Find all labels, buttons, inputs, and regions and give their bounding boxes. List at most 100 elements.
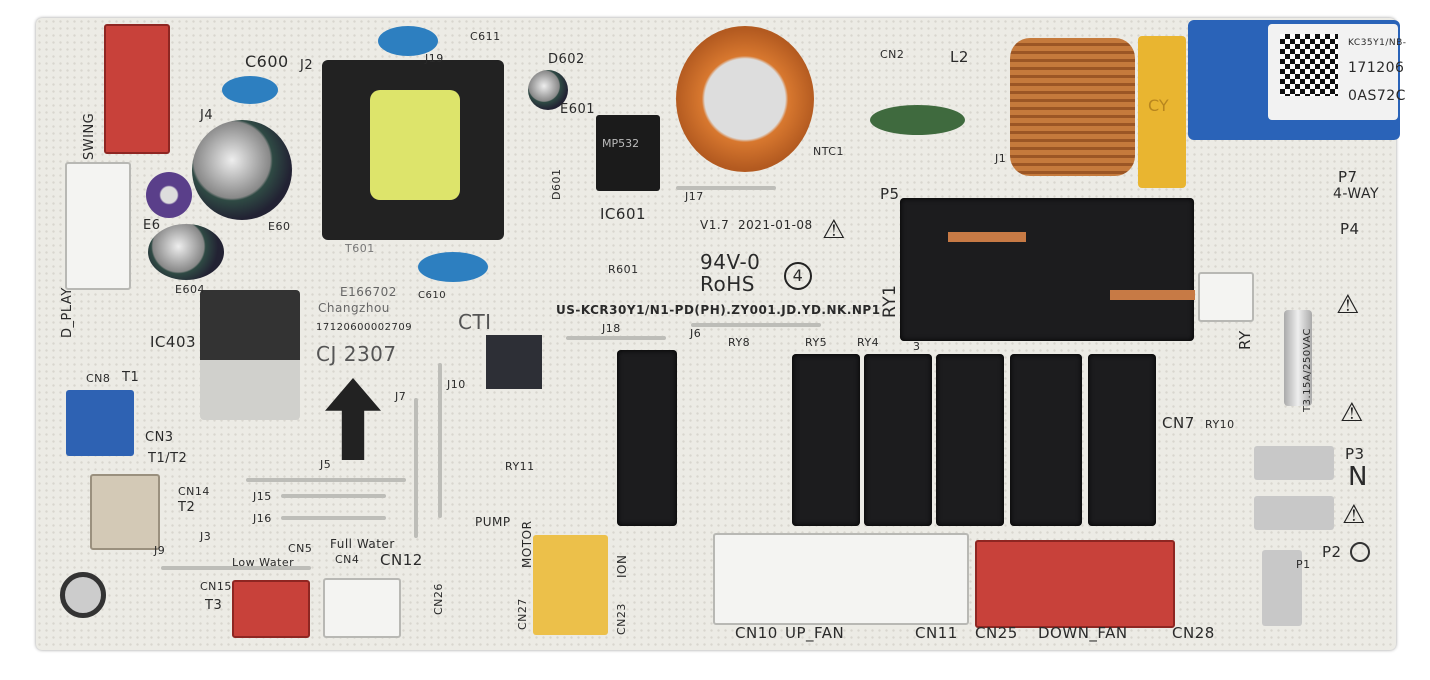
label-n: N: [1348, 462, 1368, 492]
label-j5: J5: [320, 458, 332, 471]
relay-ry1: [900, 198, 1194, 341]
jumper-j7: [414, 398, 418, 538]
label-cn3: CN3: [145, 430, 174, 445]
label-ry1: RY1: [880, 284, 900, 318]
label-p1: P1: [1296, 558, 1311, 571]
jumper-j17: [676, 186, 776, 190]
label-j18: J18: [602, 322, 621, 335]
relay-terminal: [1110, 290, 1195, 300]
transformer-coil: [370, 90, 460, 200]
transformer-cert: E166702: [340, 285, 397, 299]
capacitor-e601: [528, 70, 568, 110]
connector-down-fan: [975, 540, 1175, 628]
terminal-p3b: [1254, 496, 1334, 530]
capacitor-c611: [378, 26, 438, 56]
stamp: CJ 2307: [316, 342, 397, 366]
chip-mp532: MP532: [596, 115, 660, 191]
relay-terminal: [948, 232, 1026, 242]
sticker-model: KC35Y1/NB-: [1348, 38, 1407, 48]
label-cn4: CN4: [335, 553, 360, 566]
high-voltage-warning-icon: ⚠: [1340, 398, 1364, 428]
label-cn27: CN27: [516, 598, 529, 630]
label-full-water: Full Water: [330, 537, 395, 551]
capacitor-cy: CY: [1138, 36, 1186, 188]
label-cn26: CN26: [432, 583, 445, 615]
label-j9: J9: [154, 544, 166, 557]
label-cn23: CN23: [615, 603, 628, 635]
label-t2: T2: [178, 500, 196, 515]
relay-5: [1088, 354, 1156, 526]
relay-4: [1010, 354, 1082, 526]
date-text: 2021-01-08: [737, 218, 813, 232]
high-voltage-warning-icon: ⚠: [1342, 500, 1366, 530]
label-cn7: CN7: [1162, 414, 1195, 432]
label-cn25: CN25: [975, 624, 1018, 642]
board-part-number: US-KCR30Y1/N1-PD(PH).ZY001.JD.YD.NK.NP1: [556, 303, 881, 317]
qr-code-icon: [1280, 34, 1338, 96]
terminal-p1: [1262, 550, 1302, 626]
transformer-serial: 17120600002709: [316, 322, 413, 333]
connector-cn4: [323, 578, 401, 638]
flammability-rating: 94V-0: [700, 250, 761, 274]
label-j3: J3: [200, 530, 212, 543]
regulator-ic403: [200, 290, 300, 420]
label-l2: L2: [950, 48, 969, 66]
label-cn12: CN12: [380, 551, 423, 569]
relay-ry4: [864, 354, 932, 526]
label-j10: J10: [447, 378, 466, 391]
jumper-j15: [281, 494, 386, 498]
label-cn14: CN14: [178, 485, 210, 498]
label-fuse-rating: T3.15A/250VAC: [1302, 327, 1313, 412]
fuse: [1284, 310, 1312, 406]
label-ic403: IC403: [150, 333, 197, 351]
circle-mark: 4: [784, 262, 812, 290]
label-ic601: IC601: [600, 205, 647, 223]
label-j1: J1: [995, 152, 1007, 165]
chip-label: MP532: [602, 137, 640, 150]
connector-display: [65, 162, 131, 290]
chip-square: [486, 335, 542, 389]
label-p7: P7: [1338, 168, 1358, 186]
thermistor-ntc1: [870, 105, 965, 135]
jumper-j3: [161, 566, 311, 570]
connector-cn14: [90, 474, 160, 550]
label-ion: ION: [615, 554, 629, 578]
high-voltage-warning-icon: ⚠: [1336, 290, 1360, 320]
capacitor-c600: [222, 76, 278, 104]
connector-up-fan: [713, 533, 969, 625]
label-down-fan: DOWN_FAN: [1038, 624, 1128, 642]
label-low-water: Low Water: [232, 556, 295, 569]
label-pump: PUMP: [475, 515, 511, 529]
label-p2: P2: [1322, 543, 1342, 561]
label-j16: J16: [253, 512, 272, 525]
cy-label: CY: [1148, 96, 1169, 115]
label-cn28: CN28: [1172, 624, 1215, 642]
relay-ry5: [792, 354, 860, 526]
electrolytic-capacitor: [192, 120, 292, 220]
label-p3: P3: [1345, 445, 1365, 463]
label-p5: P5: [880, 185, 900, 203]
label-j2: J2: [300, 58, 314, 73]
label-t3: T3: [205, 598, 223, 613]
label-e60: E60: [268, 220, 291, 233]
connector-cn8: [66, 390, 134, 456]
label-j19: J19: [425, 52, 444, 65]
label-p4: P4: [1340, 220, 1360, 238]
mounting-hole: [60, 572, 106, 618]
label-cn10: CN10: [735, 624, 778, 642]
jumper-j10: [438, 363, 442, 518]
label-e601: E601: [560, 102, 596, 117]
label-cn8: CN8: [86, 372, 111, 385]
jumper-j6: [691, 323, 821, 327]
ground-hole: [1350, 542, 1370, 562]
terminal-p3: [1254, 446, 1334, 480]
label-ry5: RY5: [805, 336, 828, 349]
capacitor-c610: [418, 252, 488, 282]
label-e6: E6: [143, 218, 161, 233]
label-cn2: CN2: [880, 48, 905, 61]
label-j17: J17: [685, 190, 704, 203]
label-j7: J7: [395, 390, 407, 403]
label-c611: C611: [470, 30, 501, 43]
jumper-j5: [246, 478, 406, 482]
cti-mark: CTI: [458, 310, 492, 334]
